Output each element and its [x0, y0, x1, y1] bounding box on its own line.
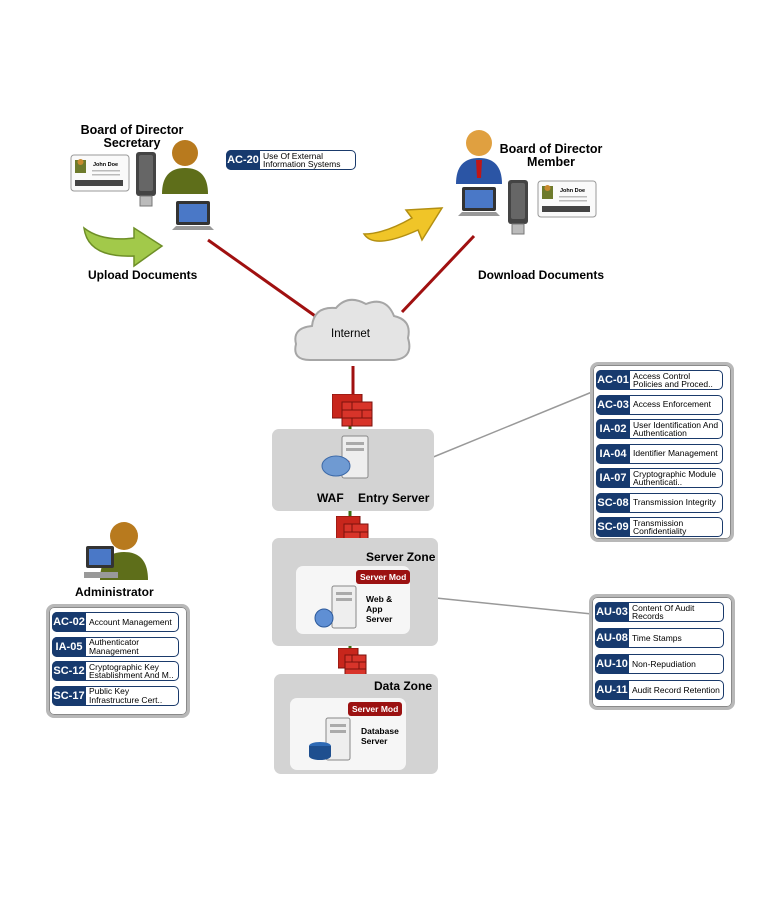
- control-id: AU-10: [595, 654, 629, 674]
- member-avatar-icon: [456, 130, 502, 184]
- control-id: SC-08: [596, 492, 630, 513]
- control-id: IA-05: [52, 636, 86, 657]
- upload-documents-label: Upload Documents: [88, 268, 198, 282]
- control-name: Transmission Integrity: [633, 497, 716, 508]
- control-id: SC-12: [52, 661, 86, 681]
- secretary-laptop-icon: [172, 201, 214, 230]
- web-server-icon: [314, 585, 357, 629]
- waf-label: WAF: [317, 491, 344, 505]
- control-id: AC-20: [226, 150, 260, 170]
- server-zone-title: Server Zone: [366, 550, 436, 564]
- control-name: Content Of Audit Records: [632, 602, 695, 621]
- control-name: Audit Record Retention: [632, 684, 720, 695]
- control-name: Authenticator Management: [89, 637, 140, 656]
- secretary-title-line2: Secretary: [103, 136, 161, 150]
- web-app-server-label: Web & App Server: [366, 594, 392, 624]
- control-name: User Identification And Authentication: [633, 419, 719, 438]
- audit-controls-connector: [435, 597, 593, 615]
- web-app-server-line3: Server: [366, 614, 393, 624]
- control-id: IA-07: [596, 468, 630, 488]
- control-id: AC-03: [596, 394, 630, 415]
- control-id: AC-02: [52, 612, 86, 632]
- administrator-label: Administrator: [75, 585, 154, 599]
- data-zone-title: Data Zone: [374, 679, 433, 693]
- server-mod-tag: Server Mod: [356, 570, 411, 584]
- web-app-server-line1: Web &: [366, 594, 393, 604]
- control-name: Transmission Confidentiality: [633, 517, 687, 536]
- database-server-line1: Database: [361, 726, 399, 736]
- secretary-title-line1: Board of Director: [80, 123, 184, 137]
- control-name: Account Management: [89, 616, 172, 627]
- id-badge-icon: John Doe: [70, 154, 130, 192]
- member-badge-name: John Doe: [560, 188, 585, 194]
- control-name: Access Control Policies and Proced..: [633, 370, 713, 389]
- member-internet-link: [400, 234, 476, 314]
- administrator-icon: [84, 522, 148, 580]
- secretary-badge-name: John Doe: [93, 162, 118, 168]
- member-title: Board of Director Member: [496, 143, 606, 169]
- control-id: IA-04: [596, 443, 630, 464]
- secretary-avatar-icon: [162, 140, 208, 194]
- control-id: IA-02: [596, 419, 630, 439]
- member-title-line1: Board of Director: [499, 142, 603, 156]
- control-id: SC-17: [52, 685, 86, 706]
- entry-server-icon: [321, 435, 369, 479]
- control-name: Time Stamps: [632, 632, 682, 643]
- download-arrow-icon: [362, 207, 444, 242]
- upload-arrow-icon: [83, 226, 164, 268]
- internet-label: Internet: [331, 328, 370, 340]
- database-server-label: Database Server: [361, 726, 399, 746]
- usb-drive-icon: [136, 152, 156, 207]
- firewall-icon: [338, 648, 367, 677]
- control-name: Cryptographic Module Authenticati..: [633, 468, 717, 487]
- id-badge-icon: John Doe: [537, 180, 597, 218]
- control-name: Access Enforcement: [633, 399, 711, 410]
- firewall-icon: [332, 394, 373, 427]
- entry-server-label: Entry Server: [358, 491, 430, 505]
- member-title-line2: Member: [527, 155, 575, 169]
- control-id: AU-03: [595, 602, 629, 622]
- database-server-line2: Server: [361, 736, 388, 746]
- control-id: AU-11: [595, 680, 629, 700]
- control-name: Identifier Management: [633, 448, 718, 459]
- usb-drive-icon: [508, 180, 528, 235]
- internet-cloud-icon: [294, 298, 411, 361]
- control-id: AC-01: [596, 370, 630, 390]
- control-name: Cryptographic Key Establishment And M..: [89, 661, 174, 680]
- control-id: SC-09: [596, 517, 630, 537]
- data-mod-tag: Server Mod: [348, 702, 403, 716]
- control-id: AU-08: [595, 628, 629, 648]
- secretary-title: Board of Director Secretary: [62, 124, 202, 150]
- control-name: Non-Repudiation: [632, 658, 696, 669]
- secretary-internet-link: [207, 238, 319, 320]
- database-server-icon: [309, 717, 351, 761]
- control-name: Public Key Infrastructure Cert..: [89, 686, 163, 705]
- entry-controls-connector: [425, 391, 593, 461]
- web-app-server-line2: App: [366, 604, 383, 614]
- control-name: Use Of External Information Systems: [263, 150, 341, 169]
- member-laptop-icon: [458, 187, 500, 216]
- control-ac-20: AC-20 Use Of External Information System…: [226, 150, 356, 170]
- download-documents-label: Download Documents: [478, 268, 605, 282]
